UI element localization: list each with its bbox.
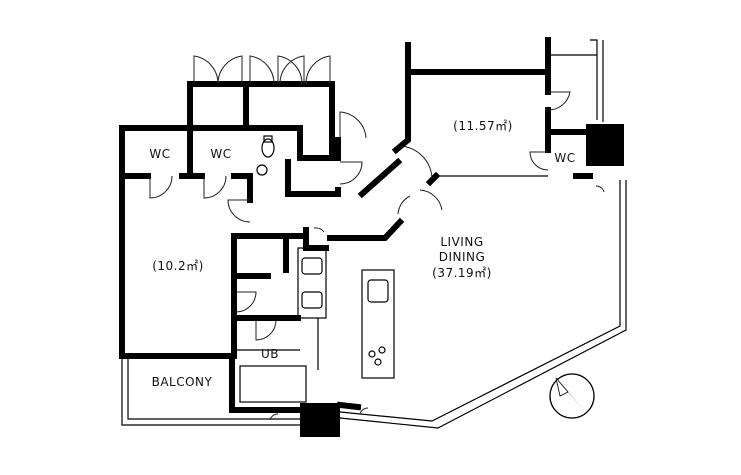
room-label-bath: UB	[261, 347, 279, 361]
stove-burner	[374, 358, 382, 366]
column	[300, 403, 340, 437]
sink	[367, 279, 389, 303]
toilet-fixture	[261, 138, 275, 158]
balcony-railing	[121, 39, 627, 429]
room-label-balcony: BALCONY	[152, 375, 213, 389]
wash-basin	[301, 257, 323, 275]
doors	[149, 55, 605, 421]
exterior-walls	[119, 37, 593, 413]
wash-basin	[301, 291, 323, 309]
bathtub	[239, 365, 307, 403]
interior-walls	[119, 125, 593, 403]
kitchen-counter	[361, 269, 395, 379]
room-label-north: (11.57㎡)	[453, 119, 513, 133]
room-label-wc: WC	[210, 147, 231, 161]
room-label-dining: DINING	[439, 250, 486, 264]
column	[586, 124, 624, 166]
stove-burner	[368, 350, 376, 358]
room-label-living-area: (37.19㎡)	[432, 266, 492, 280]
stove-burner	[378, 346, 386, 354]
room-label-wc: WC	[554, 151, 575, 165]
room-label-west: (10.2㎡)	[152, 259, 204, 273]
fixtures	[256, 135, 395, 379]
north-arrow-icon	[549, 373, 595, 419]
room-label-living: LIVING	[440, 235, 483, 249]
room-label-wc: WC	[149, 147, 170, 161]
